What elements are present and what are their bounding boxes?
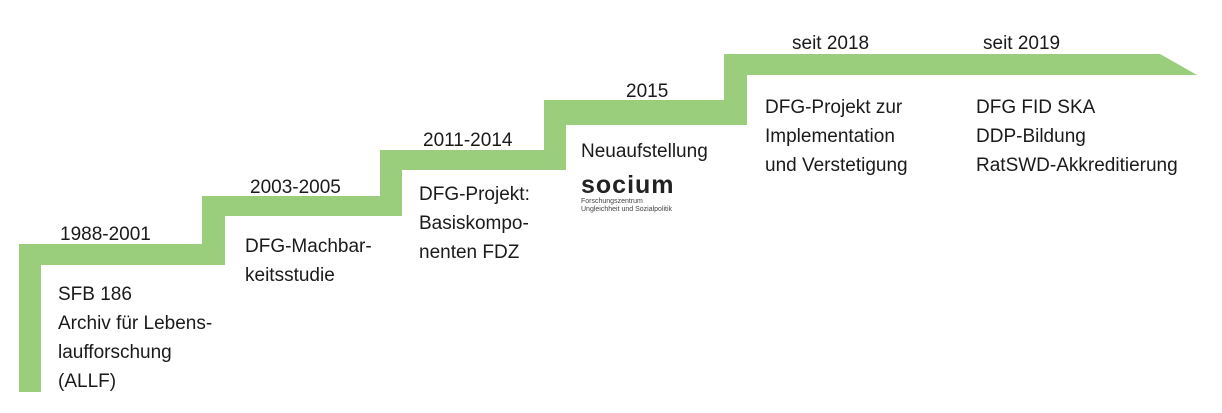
step-6-description: DFG FID SKA DDP-Bildung RatSWD-Akkrediti… [976,93,1178,180]
step-4-year: 2015 [626,81,669,102]
step-1-line-3: laufforschung [58,342,172,363]
step-1-description: SFB 186 Archiv für Lebens- laufforschung… [58,280,212,396]
step-5-line-2: Implementation [765,126,895,147]
step-5-line-1: DFG-Projekt zur [765,97,903,118]
step-3-line-3: nenten FDZ [419,242,520,263]
socium-wordmark: socium [581,171,675,199]
step-6-line-1: DFG FID SKA [976,97,1096,118]
socium-logo: socium Forschungszentrum Ungleichheit un… [581,172,691,214]
step-2-description: DFG-Machbar- keitsstudie [245,232,372,290]
step-3-line-2: Basiskompo- [419,213,529,234]
step-3-line-1: DFG-Projekt: [419,184,530,205]
step-1-line-2: Archiv für Lebens- [58,313,213,334]
step-3-description: DFG-Projekt: Basiskompo- nenten FDZ [419,180,530,267]
step-6-year: seit 2019 [983,33,1061,54]
socium-subline-2: Ungleichheit und Sozialpolitik [581,206,673,213]
step-1-year: 1988-2001 [60,224,151,245]
step-4-description: Neuaufstellung [581,137,708,166]
step-6-line-3: RatSWD-Akkreditierung [976,155,1178,176]
step-6-line-2: DDP-Bildung [976,126,1086,147]
step-5-line-3: und Verstetigung [765,155,908,176]
staircase-arrow-shape [19,54,1197,392]
step-5-year: seit 2018 [792,33,870,54]
step-2-line-1: DFG-Machbar- [245,236,372,257]
step-2-line-2: keitsstudie [245,265,335,286]
step-2-year: 2003-2005 [250,177,341,198]
step-1-line-4: (ALLF) [58,371,117,392]
step-3-year: 2011-2014 [423,130,513,151]
socium-subline-1: Forschungszentrum [581,198,643,205]
step-1-line-1: SFB 186 [58,284,132,305]
step-4-line-1: Neuaufstellung [581,141,708,162]
step-5-description: DFG-Projekt zur Implementation und Verst… [765,93,908,180]
